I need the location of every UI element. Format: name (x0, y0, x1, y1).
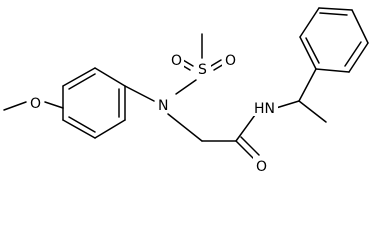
atom-carbonyl-o: O (256, 159, 267, 175)
ring-b-double-3 (305, 37, 320, 64)
ring-a-bond-3 (94, 67, 126, 87)
bond-ring-n (124, 85, 155, 102)
bond-carbonyl-nh (235, 114, 256, 142)
structure-canvas: O N S O O HN O (3, 7, 369, 175)
bond-o-ring (44, 101, 64, 109)
atom-amide-nh: HN (254, 101, 275, 117)
bond-ch-methyl (298, 100, 327, 123)
ring-a-bond-2 (62, 67, 96, 87)
molecule-diagram: O N S O O HN O (3, 7, 369, 175)
ring-b-double-2 (319, 12, 348, 16)
bond-n-ch2 (167, 113, 203, 142)
ring-b-bond-1 (315, 68, 350, 73)
atom-sulfonyl-o-left: O (171, 53, 182, 69)
bond-n-s (175, 79, 197, 95)
atom-methoxy-o: O (30, 96, 41, 112)
bond-s-o-right-a (210, 59, 222, 67)
bond-lines (3, 7, 369, 161)
ring-a-bond-5 (94, 119, 126, 139)
ring-a-double-3 (68, 116, 96, 133)
bond-carbonyl-o-b (240, 136, 260, 156)
atom-labels: O N S O O HN O (27, 51, 278, 175)
bond-ch3-o (3, 101, 27, 111)
ring-b-double-1 (344, 41, 362, 67)
ring-a-bond-6 (62, 119, 96, 139)
atom-sulfonyl-o-right: O (225, 53, 236, 69)
atom-sulfur: S (198, 62, 207, 78)
atom-sulfonamide-n: N (158, 98, 168, 114)
ring-b-bond-6 (299, 36, 317, 70)
bond-nh-ch (275, 100, 300, 109)
bond-ch-phenyl (298, 68, 317, 102)
ring-b-bond-3 (351, 9, 369, 44)
bond-s-o-left-a (182, 59, 194, 67)
ring-a-double-1 (68, 73, 96, 90)
ring-b-bond-5 (299, 7, 320, 38)
bond-carbonyl-o-a (235, 140, 256, 161)
ring-b-bond-2 (348, 42, 369, 73)
ring-b-bond-4 (318, 7, 353, 11)
